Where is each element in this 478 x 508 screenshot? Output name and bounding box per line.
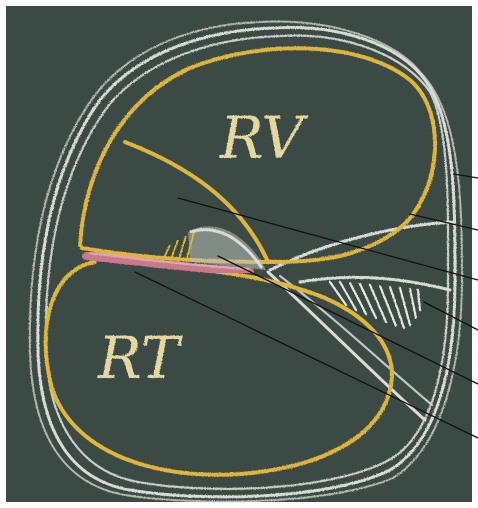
hatch-4 bbox=[360, 284, 376, 318]
pointer-line-4 bbox=[424, 302, 478, 330]
hatch-5 bbox=[370, 285, 386, 322]
hatch-9 bbox=[410, 289, 416, 318]
pointer-lines bbox=[135, 174, 478, 438]
hatch-3 bbox=[350, 283, 366, 314]
upper-chamber-label: RV bbox=[219, 104, 309, 172]
pointer-line-2 bbox=[410, 214, 478, 230]
hatch-6 bbox=[380, 286, 396, 326]
hatch-10 bbox=[418, 290, 420, 310]
valve-leaflet-fill bbox=[188, 226, 266, 270]
chordae-hatching bbox=[330, 282, 420, 328]
pointer-line-5 bbox=[218, 256, 478, 384]
lower-chamber-label: RT bbox=[97, 324, 184, 392]
septal-band-lower bbox=[300, 277, 450, 290]
